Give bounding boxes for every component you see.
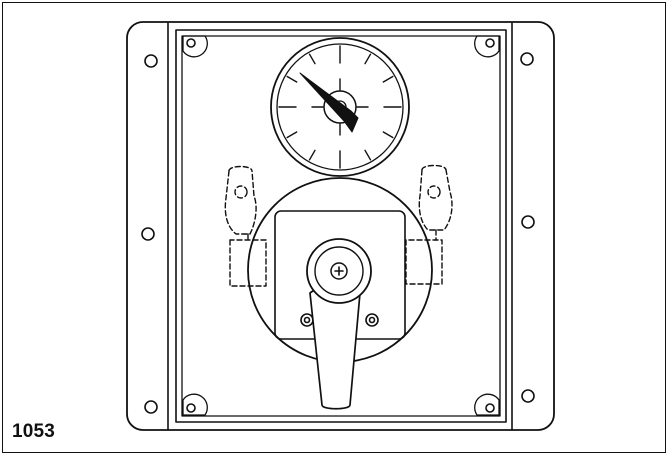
mount-hole-right-bottom	[521, 389, 535, 403]
handle-hub-middle	[314, 246, 364, 296]
mount-hole-left-top	[144, 54, 158, 68]
gauge-tick	[364, 149, 372, 161]
mount-hole-left-middle	[141, 227, 155, 241]
gauge-face-ring	[276, 43, 404, 171]
figure-number: 1053	[12, 421, 56, 442]
corner-screw-bottom-right	[474, 393, 500, 416]
gauge-tick	[286, 131, 298, 139]
left-ghost-handle	[224, 165, 267, 287]
gauge-hub-outer	[323, 90, 357, 124]
pressure-gauge	[270, 37, 410, 177]
gauge-needle	[299, 72, 359, 133]
right-ghost-handle	[405, 164, 453, 285]
gauge-tick	[382, 75, 394, 83]
corner-screw-top-right	[474, 35, 500, 58]
gauge-bezel	[270, 37, 410, 177]
plate-screw-right	[365, 313, 379, 327]
gauge-tick	[308, 149, 316, 161]
mount-hole-right-middle	[521, 215, 535, 229]
rotary-handle	[306, 238, 372, 410]
plate-screw-left	[300, 313, 314, 327]
gauge-tick	[364, 53, 372, 65]
mount-hole-right-top	[520, 52, 534, 66]
corner-screw-top-left	[182, 35, 208, 58]
mounting-plate	[126, 21, 555, 431]
handle-center-screw	[330, 262, 348, 280]
inner-panel-inner	[181, 35, 501, 417]
mount-hole-left-bottom	[144, 400, 158, 414]
inner-panel-outer	[175, 29, 507, 423]
gauge-tick	[286, 75, 298, 83]
handle-lever	[309, 287, 361, 410]
gauge-tick	[308, 53, 316, 65]
gauge-tick	[382, 131, 394, 139]
gauge-ticks	[278, 45, 402, 169]
corner-screw-bottom-left	[182, 393, 208, 416]
